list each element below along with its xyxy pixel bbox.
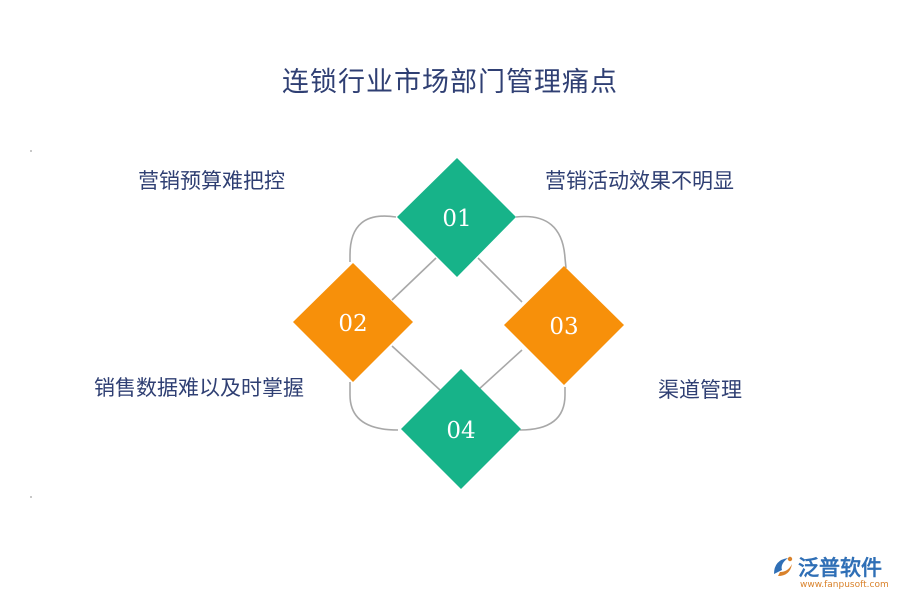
connector-loop-03 [519, 387, 566, 431]
connector-loop-01 [349, 215, 397, 262]
fanpu-logo-icon [774, 556, 793, 576]
node-03: 03 [504, 266, 624, 385]
node-04: 04 [401, 369, 521, 489]
connector-loop-01 [515, 215, 567, 269]
connector-inner [477, 257, 523, 303]
node-number-02: 02 [338, 311, 367, 337]
diamond-shape-02 [293, 263, 413, 382]
connector-loop-02 [349, 382, 399, 431]
page-title: 连锁行业市场部门管理痛点 [282, 67, 618, 98]
connector-inner [391, 345, 441, 391]
connector-inner [477, 349, 523, 391]
pain-point-label-03: 营销活动效果不明显 [545, 169, 734, 193]
brand-logo: 泛普软件 www.fanpusoft.com [770, 552, 894, 596]
logo-name: 泛普软件 [798, 556, 882, 580]
node-01: 01 [397, 158, 516, 277]
node-number-04: 04 [446, 418, 475, 444]
connector-inner [391, 257, 437, 301]
pain-point-label-04: 渠道管理 [658, 378, 742, 402]
edge-mark [30, 150, 32, 152]
node-02: 02 [293, 263, 413, 382]
logo-url: www.fanpusoft.com [800, 580, 889, 590]
node-number-01: 01 [442, 206, 471, 232]
edge-mark [30, 496, 32, 498]
pain-point-label-01: 营销预算难把控 [138, 169, 285, 193]
diamond-shape-01 [397, 158, 516, 277]
diamond-shape-04 [401, 369, 521, 489]
connector-lines [349, 215, 567, 431]
node-number-03: 03 [549, 314, 578, 340]
pain-point-label-02: 销售数据难以及时掌握 [94, 376, 304, 400]
diamond-shape-03 [504, 266, 624, 385]
